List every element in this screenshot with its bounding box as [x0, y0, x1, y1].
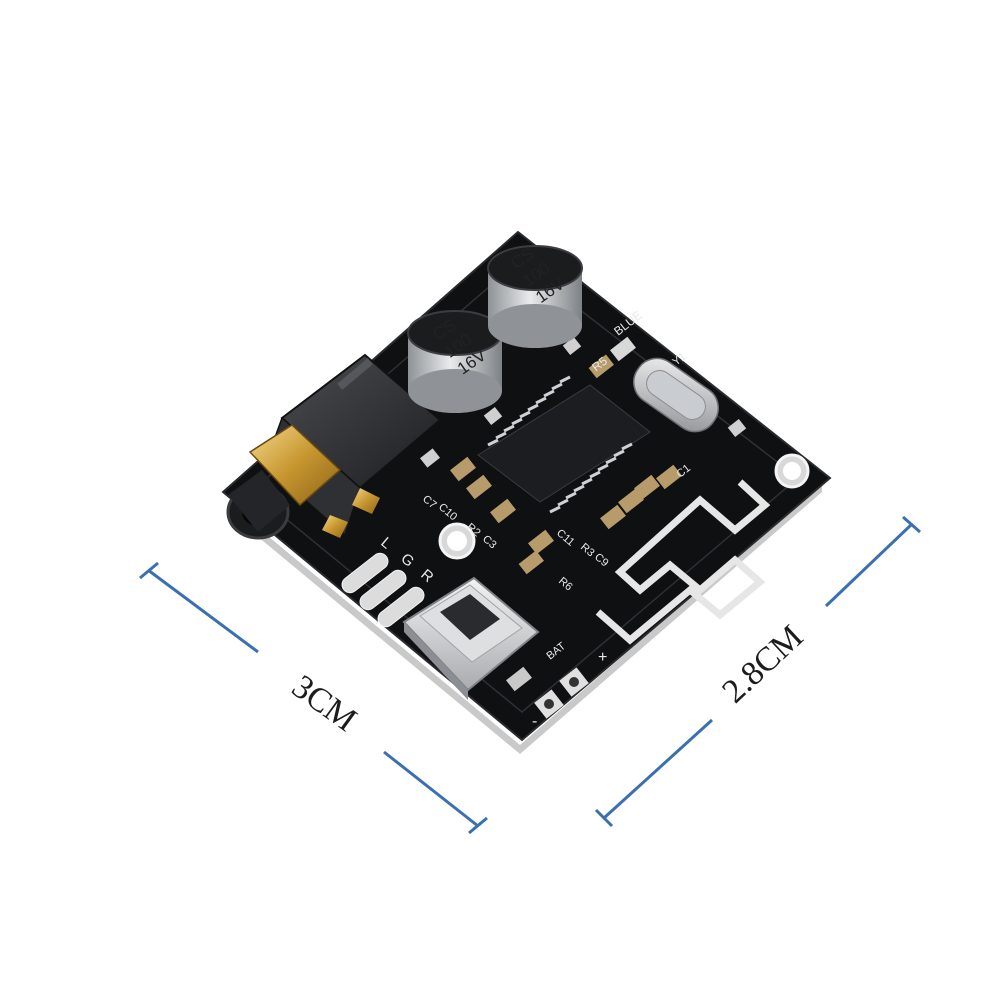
- electrolytic-capacitor-right: CS 100 16V: [487, 244, 583, 348]
- dimension-label-width: 3CM: [285, 668, 363, 739]
- dimension-label-depth: 2.8CM: [715, 618, 810, 710]
- dimension-line-width: [139, 561, 488, 835]
- micro-usb-connector: [402, 576, 540, 700]
- silk-minus: -: [532, 713, 537, 730]
- electrolytic-capacitor-left: CS 100 16V: [407, 310, 503, 413]
- dimension-line-depth: [594, 515, 921, 828]
- pcb-antenna: [595, 479, 771, 645]
- crystal-oscillator: [633, 357, 719, 433]
- main-ic-chip: [477, 375, 651, 514]
- audio-jack: [226, 353, 442, 540]
- smd-components: [420, 336, 747, 692]
- battery-pads: [534, 667, 589, 719]
- silk-plus: +: [598, 649, 607, 666]
- audio-output-pads: [341, 552, 425, 628]
